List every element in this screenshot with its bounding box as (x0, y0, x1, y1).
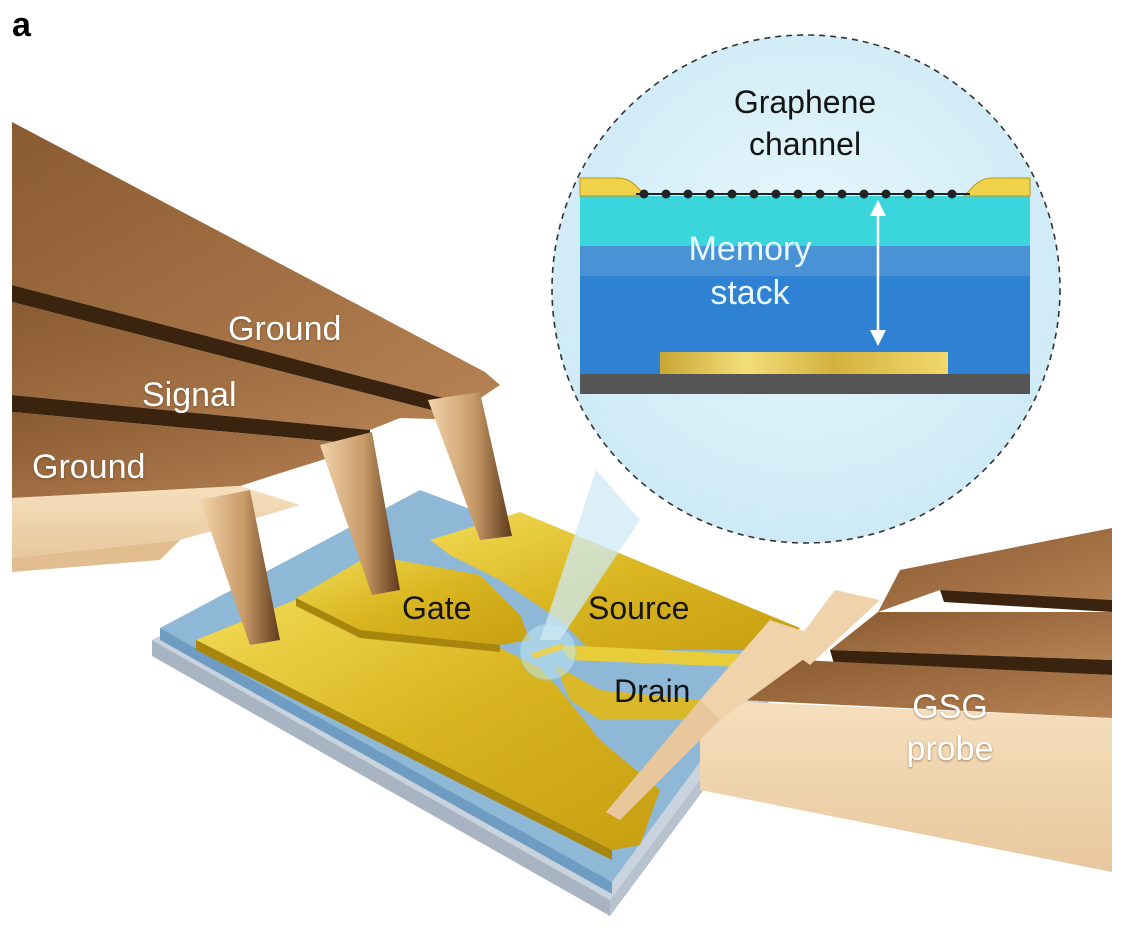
electrodes (196, 512, 800, 860)
label-ground-top: Ground (228, 310, 342, 348)
gate-electrode (660, 352, 948, 374)
substrate-layer (580, 374, 1030, 394)
inset (551, 34, 1061, 544)
label-ground-bottom: Ground (32, 448, 146, 486)
label-channel: channel (748, 126, 862, 162)
label-gate: Gate (402, 590, 472, 626)
graphene-chain (636, 189, 970, 199)
label-gsg: GSG (912, 688, 988, 726)
label-signal: Signal (142, 376, 237, 414)
thickness-arrow (870, 200, 886, 346)
zoom-cone (540, 470, 640, 640)
label-drain: Drain (614, 673, 691, 709)
label-source: Source (588, 590, 690, 626)
memory-layer (580, 246, 1030, 276)
label-probe: probe (906, 730, 994, 768)
label-graphene: Graphene (733, 84, 877, 120)
right-probe (606, 528, 1112, 872)
top-dielectric-layer (580, 196, 1030, 248)
label-memory: Memory (688, 230, 812, 268)
panel-label: a (12, 6, 31, 44)
label-stack: stack (710, 274, 790, 312)
left-probe (12, 122, 512, 645)
